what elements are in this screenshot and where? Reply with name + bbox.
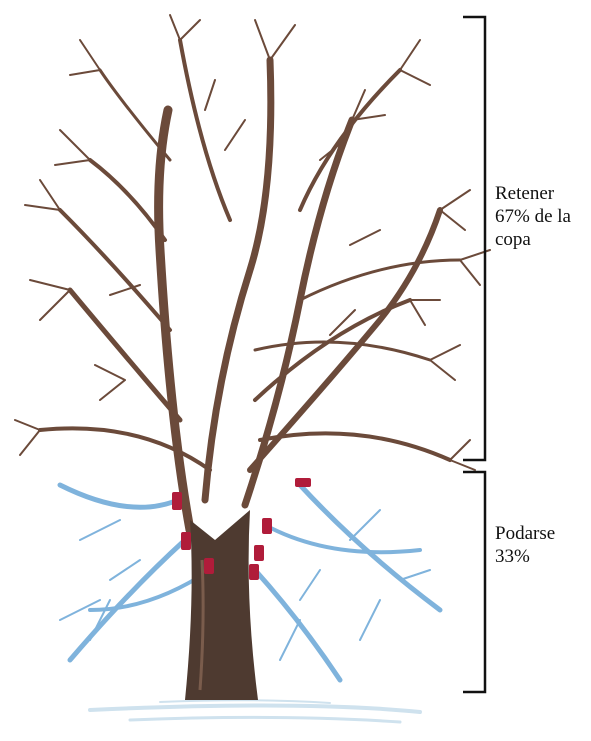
retain-label-line-3: copa: [495, 228, 571, 251]
bracket-prune: [463, 472, 485, 692]
prune-label-line-1: Podarse: [495, 522, 555, 545]
ground-shadow: [90, 700, 420, 722]
prune-label-line-2: 33%: [495, 545, 555, 568]
retain-label-line-1: Retener: [495, 182, 571, 205]
cut-mark: [181, 532, 191, 550]
prune-label: Podarse 33%: [495, 522, 555, 568]
cut-mark: [204, 558, 214, 574]
retain-label: Retener 67% de la copa: [495, 182, 571, 251]
cut-mark: [295, 478, 311, 487]
retain-label-line-2: 67% de la: [495, 205, 571, 228]
cut-mark: [254, 545, 264, 561]
bracket-retain: [463, 17, 485, 460]
retained-crown: [15, 15, 490, 530]
cut-mark: [172, 492, 182, 510]
cut-mark: [249, 564, 259, 580]
cut-mark: [262, 518, 272, 534]
tree-trunk: [185, 510, 258, 700]
